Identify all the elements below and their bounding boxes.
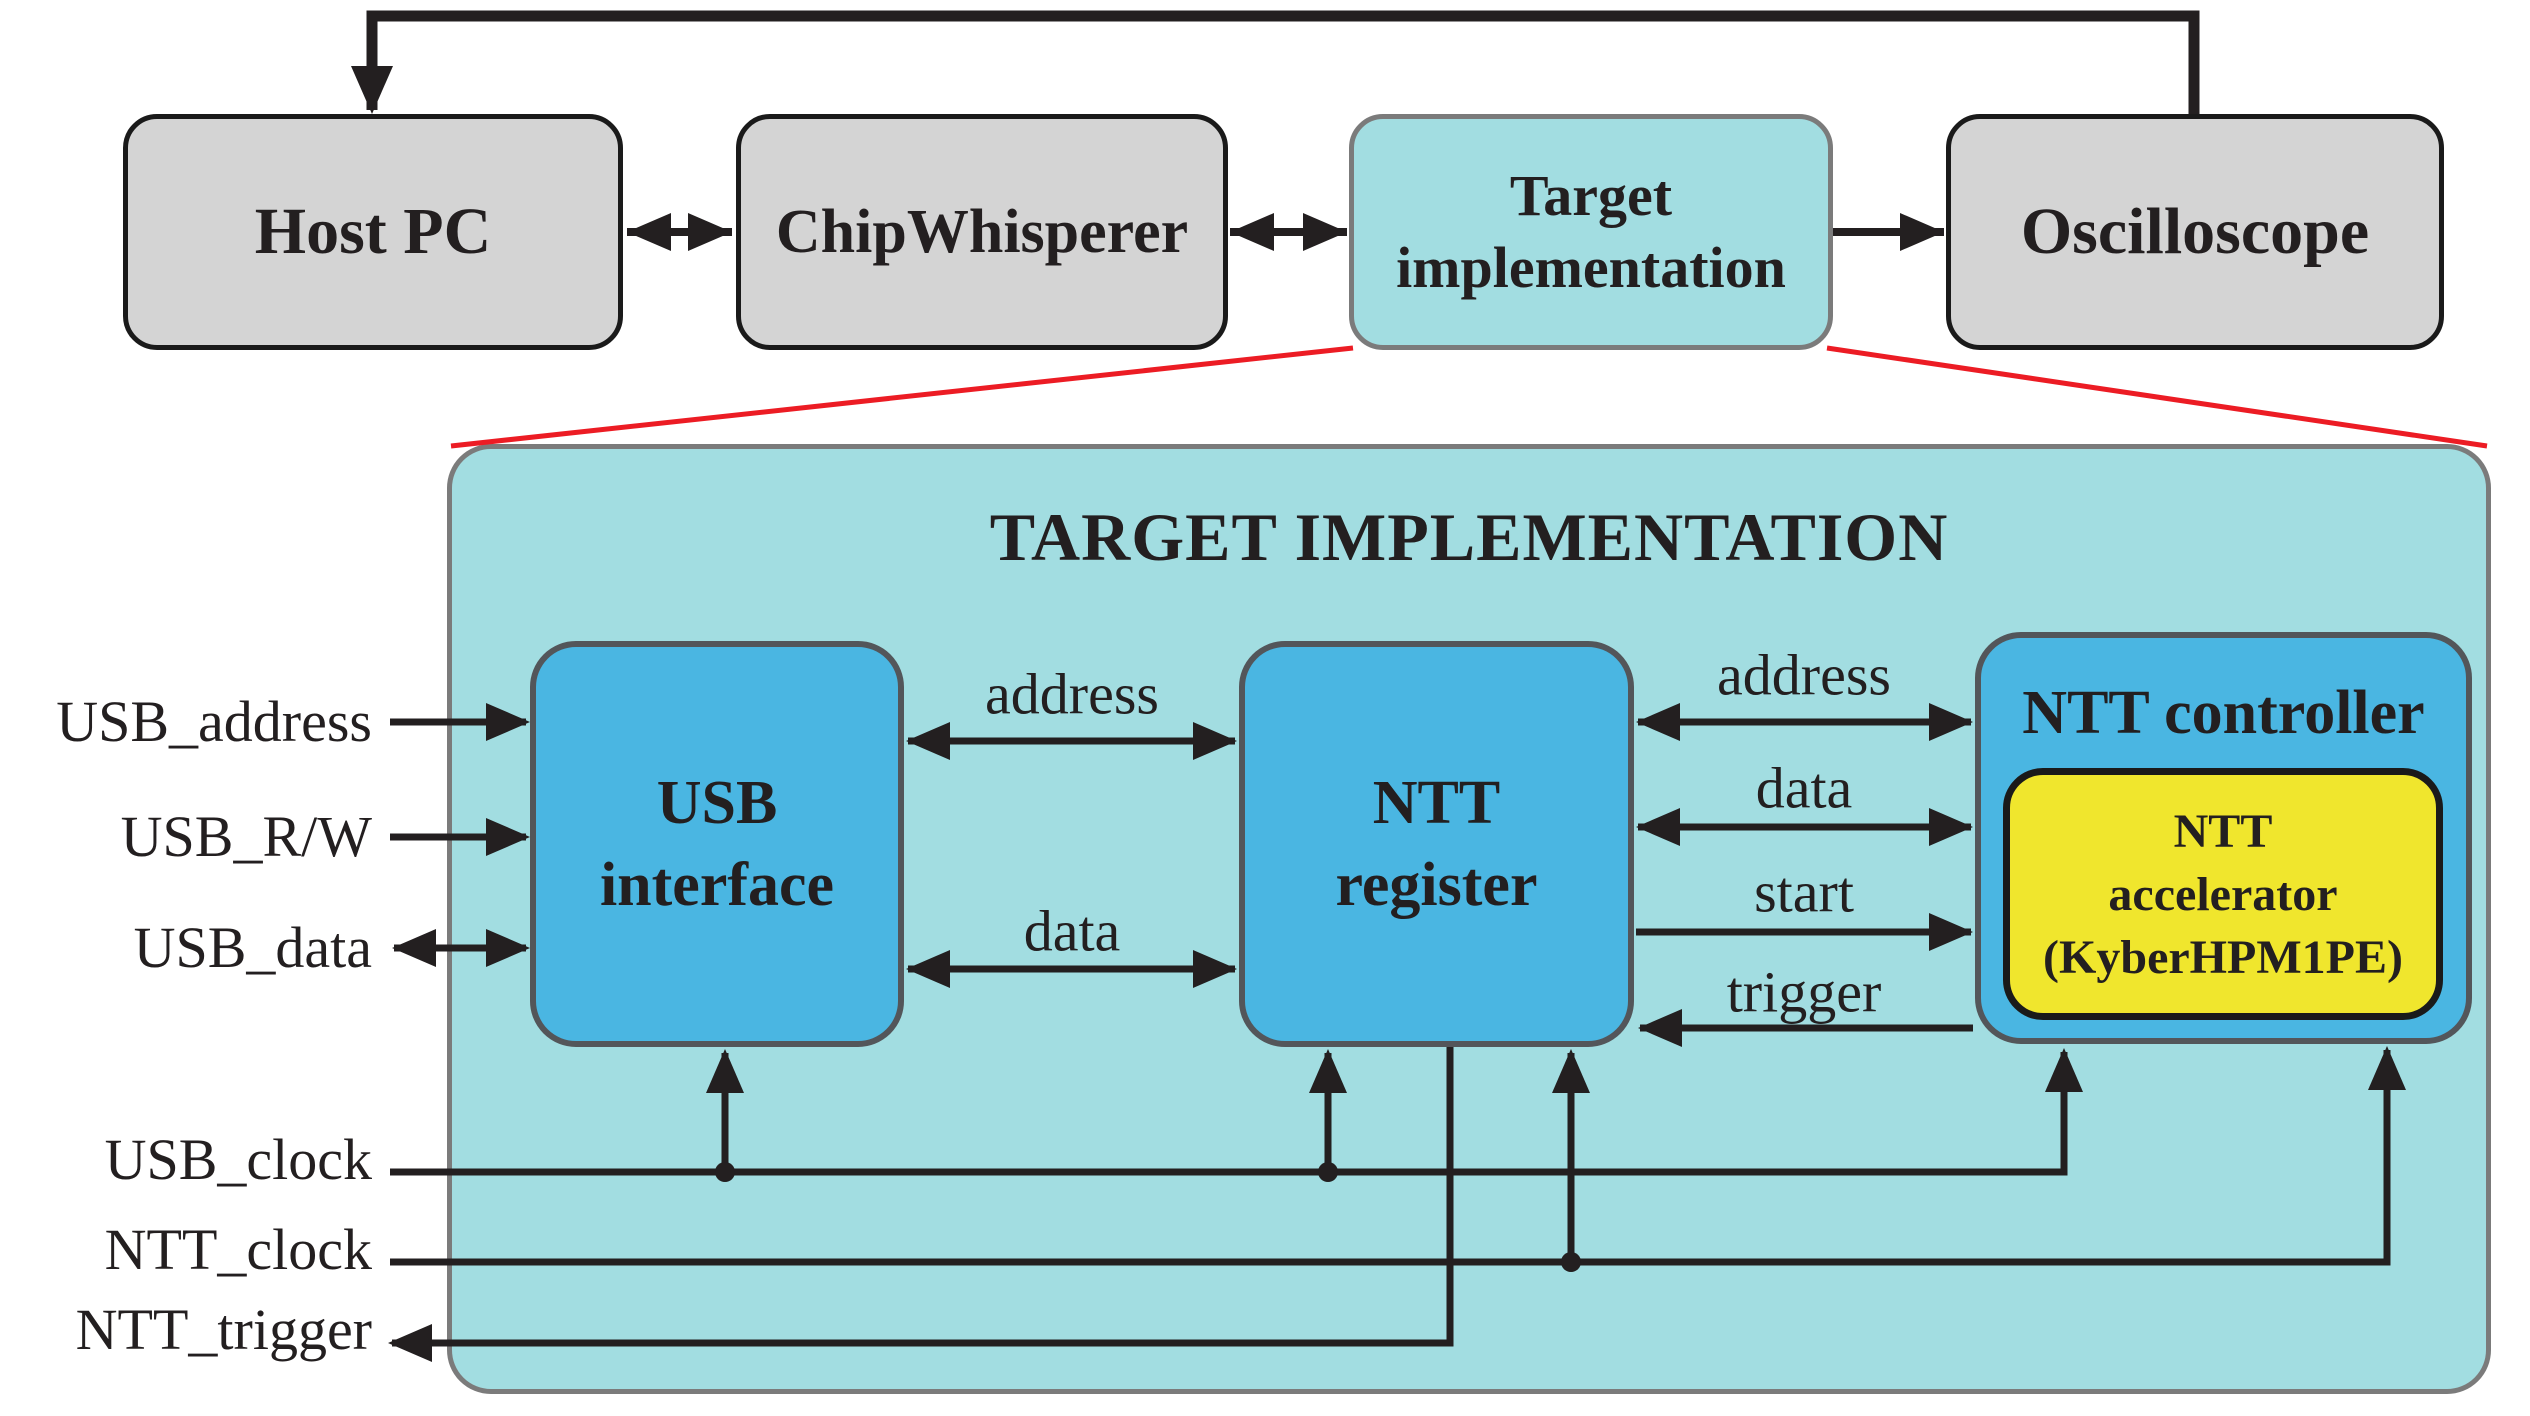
label-bus-data-right: data (1755, 755, 1853, 821)
label-bus-start: start (1754, 859, 1854, 925)
oscilloscope-box: Oscilloscope (1946, 114, 2444, 350)
ntt-accelerator-label-line2: accelerator (2108, 867, 2338, 921)
arrowhead-left-icon (388, 1324, 432, 1362)
oscilloscope-label: Oscilloscope (2020, 195, 2370, 268)
usb-interface-label-line1: USB (656, 769, 778, 837)
ntt-accelerator-label-line3: (KyberHPM1PE) (2043, 930, 2403, 984)
connector-hostpc-chipwhisperer (627, 213, 732, 251)
arrowhead-left-icon (627, 213, 671, 251)
host-pc-label: Host PC (254, 195, 492, 268)
arrowhead-right-icon (1303, 213, 1347, 251)
host-pc-box: Host PC (123, 114, 623, 350)
ntt-accelerator-label-line1: NTT (2173, 804, 2273, 858)
chipwhisperer-box: ChipWhisperer (736, 114, 1228, 350)
arrowhead-right-icon (1900, 213, 1944, 251)
arrowhead-left-icon (1230, 213, 1274, 251)
connector-oscilloscope-to-hostpc (351, 10, 2200, 114)
connector-chipwhisperer-target (1230, 213, 1347, 251)
ntt-register-box: NTT register (1239, 641, 1634, 1047)
connector-target-oscilloscope (1833, 213, 1944, 251)
label-bus-data-left: data (1023, 898, 1121, 964)
target-label-line1: Target (1509, 163, 1673, 228)
chipwhisperer-label: ChipWhisperer (775, 197, 1189, 266)
ntt-controller-label: NTT controller (2022, 679, 2425, 747)
arrowhead-right-icon (688, 213, 732, 251)
label-ntt-trigger: NTT_trigger (75, 1297, 372, 1362)
arrowhead-down-icon (351, 66, 393, 114)
arrowhead-left-icon (392, 929, 436, 967)
label-bus-trigger: trigger (1726, 959, 1882, 1025)
label-ntt-clock: NTT_clock (104, 1217, 372, 1282)
label-usb-rw: USB_R/W (120, 804, 372, 869)
ntt-register-label-line1: NTT (1372, 769, 1501, 837)
label-usb-address: USB_address (56, 689, 372, 754)
label-bus-address-left: address (985, 661, 1159, 727)
label-usb-data: USB_data (133, 915, 372, 980)
ntt-accelerator-box: NTT accelerator (KyberHPM1PE) (2003, 768, 2443, 1020)
ntt-register-label-line2: register (1335, 851, 1538, 919)
label-bus-address-right: address (1717, 642, 1891, 708)
target-label-line2: implementation (1396, 235, 1786, 300)
label-usb-clock: USB_clock (104, 1127, 372, 1192)
target-implementation-box: Target implementation (1349, 114, 1833, 350)
usb-interface-box: USB interface (530, 641, 904, 1047)
target-implementation-title: TARGET IMPLEMENTATION (989, 499, 1949, 575)
expansion-lines (450, 345, 2488, 449)
usb-interface-label-line2: interface (599, 851, 835, 919)
